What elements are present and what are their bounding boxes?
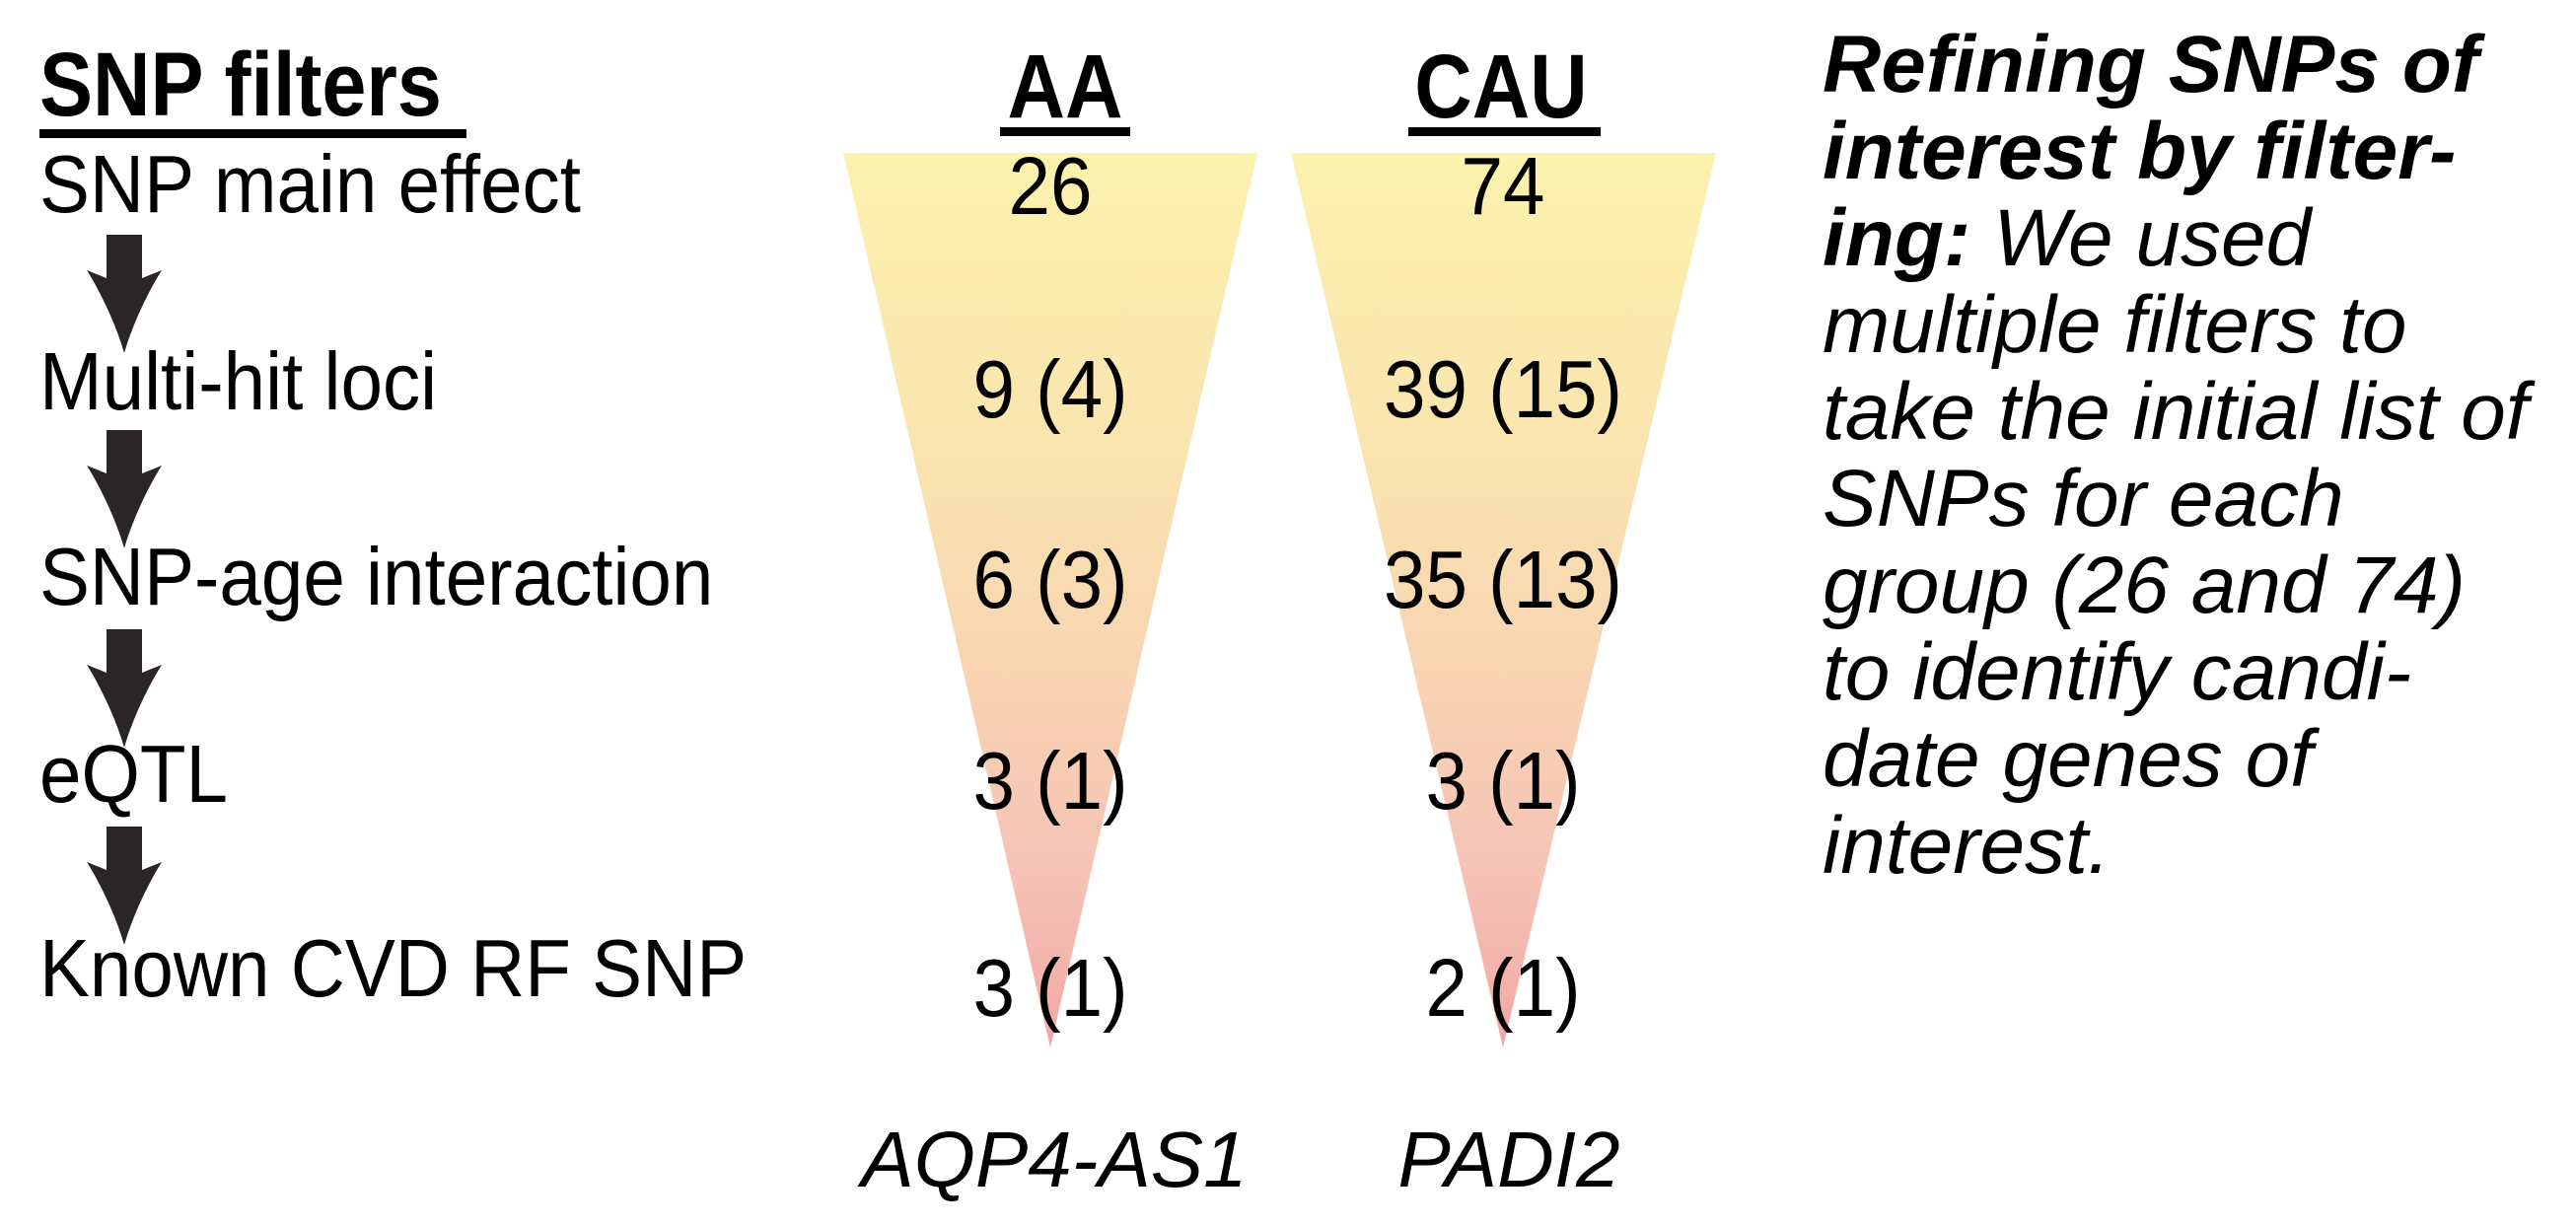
filter-label-multi-hit-loci: Multi-hit loci <box>39 335 438 427</box>
cau-count-snp-main-effect: 74 <box>1461 140 1545 232</box>
annotation-line: to identify candi- <box>1823 627 2412 717</box>
down-arrow-icon <box>87 430 162 548</box>
aa-count-snp-main-effect: 26 <box>1008 140 1093 232</box>
cau-count-eqtl: 3 (1) <box>1425 735 1581 827</box>
aa-count-known-cvd-rf-snp: 3 (1) <box>972 942 1128 1034</box>
cau-count-multi-hit-loci: 39 (15) <box>1384 343 1622 435</box>
annotation-line: interest by filter- <box>1823 107 2457 196</box>
annotation-line: group (26 and 74) <box>1823 541 2466 630</box>
filter-label-known-cvd-rf-snp: Known CVD RF SNP <box>39 922 748 1014</box>
filter-label-snp-main-effect: SNP main effect <box>39 138 581 230</box>
aa-funnel-shape <box>843 153 1257 1047</box>
annotation-line: date genes of <box>1823 714 2313 804</box>
down-arrow-icon <box>87 629 162 748</box>
gene-label-cau: PADI2 <box>1397 1116 1620 1203</box>
column-header-aa-underline <box>1000 127 1130 136</box>
cau-count-known-cvd-rf-snp: 2 (1) <box>1425 942 1581 1034</box>
filter-label-snp-age-interaction: SNP-age interaction <box>39 531 714 622</box>
aa-count-multi-hit-loci: 9 (4) <box>972 343 1128 435</box>
down-arrow-icon <box>87 235 162 353</box>
annotation-line: take the initial list of <box>1823 367 2529 457</box>
aa-count-snp-age-interaction: 6 (3) <box>972 534 1128 625</box>
filter-label-eqtl: eQTL <box>39 728 228 820</box>
annotation-line: ing: We used <box>1823 193 2312 283</box>
cau-count-snp-age-interaction: 35 (13) <box>1384 534 1622 625</box>
column-header-aa: AA <box>1007 36 1123 137</box>
column-header-cau-underline <box>1408 127 1601 136</box>
annotation-paragraph: Refining SNPs of interest by filter- ing… <box>1823 22 2576 890</box>
down-arrow-icon <box>87 827 162 945</box>
gene-label-aa: AQP4-AS1 <box>861 1116 1248 1203</box>
page-title: SNP filters <box>39 35 442 135</box>
cau-funnel-shape <box>1291 153 1716 1047</box>
annotation-line: SNPs for each <box>1823 454 2344 543</box>
aa-count-eqtl: 3 (1) <box>972 735 1128 827</box>
annotation-line: multiple filters to <box>1823 280 2407 370</box>
page-title-underline <box>39 129 466 138</box>
annotation-line: interest. <box>1823 801 2111 891</box>
column-header-cau: CAU <box>1414 36 1588 137</box>
annotation-line: Refining SNPs of <box>1823 20 2479 109</box>
